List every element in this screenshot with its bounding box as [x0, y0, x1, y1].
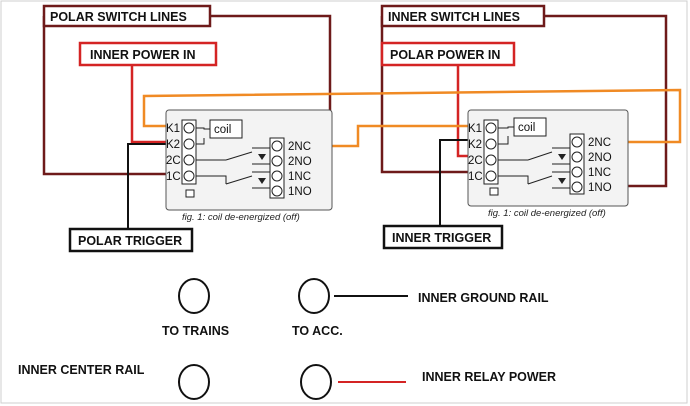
inner-ground-rail-label: INNER GROUND RAIL: [418, 291, 549, 305]
polar-relay: K1 K2 2C 1C coil 2NC 2NO 1NC 1NO: [165, 109, 333, 211]
polar-switch-lines-label: POLAR SWITCH LINES: [42, 4, 212, 28]
inner-relay-power-terminal: [300, 364, 332, 400]
svg-text:INNER POWER IN: INNER POWER IN: [90, 48, 196, 62]
svg-text:POLAR SWITCH LINES: POLAR SWITCH LINES: [50, 10, 187, 24]
svg-text:POLAR TRIGGER: POLAR TRIGGER: [78, 234, 182, 248]
inner-relay-pin-1c: 1C: [468, 171, 483, 183]
polar-relay-pin-k2: K2: [166, 139, 180, 151]
inner-trigger-wire: [439, 139, 472, 232]
svg-text:POLAR POWER IN: POLAR POWER IN: [390, 48, 500, 62]
polar-trigger-wire: [127, 143, 168, 232]
to-trains-terminal: [178, 278, 210, 314]
inner-relay-pin-2nc: 2NC: [588, 137, 611, 149]
inner-relay-caption: fig. 1: coil de-energized (off): [488, 208, 606, 219]
inner-power-in-label: INNER POWER IN: [78, 41, 218, 67]
inner-relay-pin-1no: 1NO: [588, 182, 612, 194]
inner-switch-line-left: [380, 16, 472, 174]
inner-relay-pin-k2: K2: [468, 139, 482, 151]
polar-relay-pin-1c: 1C: [166, 171, 181, 183]
inner-relay-pin-1nc: 1NC: [588, 167, 611, 179]
inner-center-rail-terminal: [178, 364, 210, 400]
to-acc-terminal: [298, 278, 330, 314]
polar-relay-caption: fig. 1: coil de-energized (off): [182, 212, 300, 223]
polar-relay-pin-2no: 2NO: [288, 156, 312, 168]
to-acc-label: TO ACC.: [292, 324, 343, 338]
inner-relay-power-label: INNER RELAY POWER: [422, 370, 556, 384]
polar-relay-pin-1nc: 1NC: [288, 171, 311, 183]
svg-text:INNER SWITCH LINES: INNER SWITCH LINES: [388, 10, 520, 24]
inner-relay-coil-label: coil: [518, 122, 535, 134]
inner-switch-lines-label: INNER SWITCH LINES: [380, 4, 546, 28]
inner-relay-pin-2c: 2C: [468, 155, 483, 167]
polar-relay-pin-1no: 1NO: [288, 186, 312, 198]
polar-switch-line-left: [42, 16, 168, 176]
inner-trigger-label: INNER TRIGGER: [382, 224, 504, 250]
inner-center-rail-label: INNER CENTER RAIL: [18, 363, 145, 377]
to-trains-label: TO TRAINS: [162, 324, 229, 338]
polar-relay-pin-k1: K1: [166, 123, 180, 135]
inner-switch-line-top: [544, 14, 668, 188]
polar-trigger-label: POLAR TRIGGER: [68, 227, 194, 253]
inner-relay-pin-k1: K1: [468, 123, 482, 135]
polar-power-in-label: POLAR POWER IN: [380, 41, 516, 67]
polar-relay-coil-label: coil: [214, 124, 231, 136]
svg-text:INNER TRIGGER: INNER TRIGGER: [392, 231, 491, 245]
polar-relay-pin-2nc: 2NC: [288, 141, 311, 153]
inner-relay-pin-2no: 2NO: [588, 152, 612, 164]
orange-loop-cross: [310, 124, 474, 148]
inner-relay: K1 K2 2C 1C coil 2NC 2NO 1NC 1NO: [467, 109, 629, 207]
polar-relay-pin-2c: 2C: [166, 155, 181, 167]
orange-loop-top: [142, 88, 682, 144]
